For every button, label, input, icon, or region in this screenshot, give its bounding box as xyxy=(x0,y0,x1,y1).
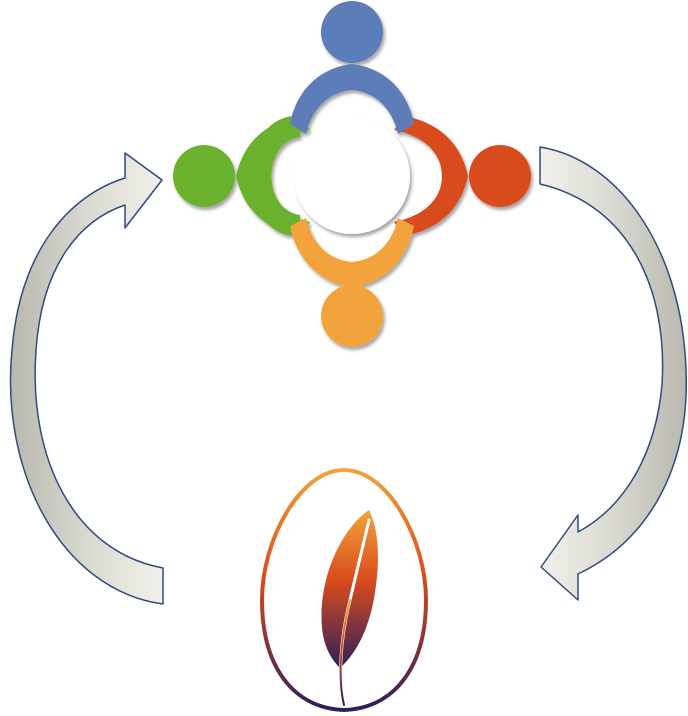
left-arrow xyxy=(9,152,164,605)
people-group xyxy=(173,1,531,347)
egg-outline xyxy=(259,467,429,713)
feather-icon xyxy=(321,510,378,668)
person-left xyxy=(173,115,310,237)
person-bottom xyxy=(290,218,414,347)
person-top xyxy=(290,1,414,134)
right-arrow xyxy=(539,146,688,601)
person-right xyxy=(394,116,531,236)
feather-logo xyxy=(259,467,429,713)
